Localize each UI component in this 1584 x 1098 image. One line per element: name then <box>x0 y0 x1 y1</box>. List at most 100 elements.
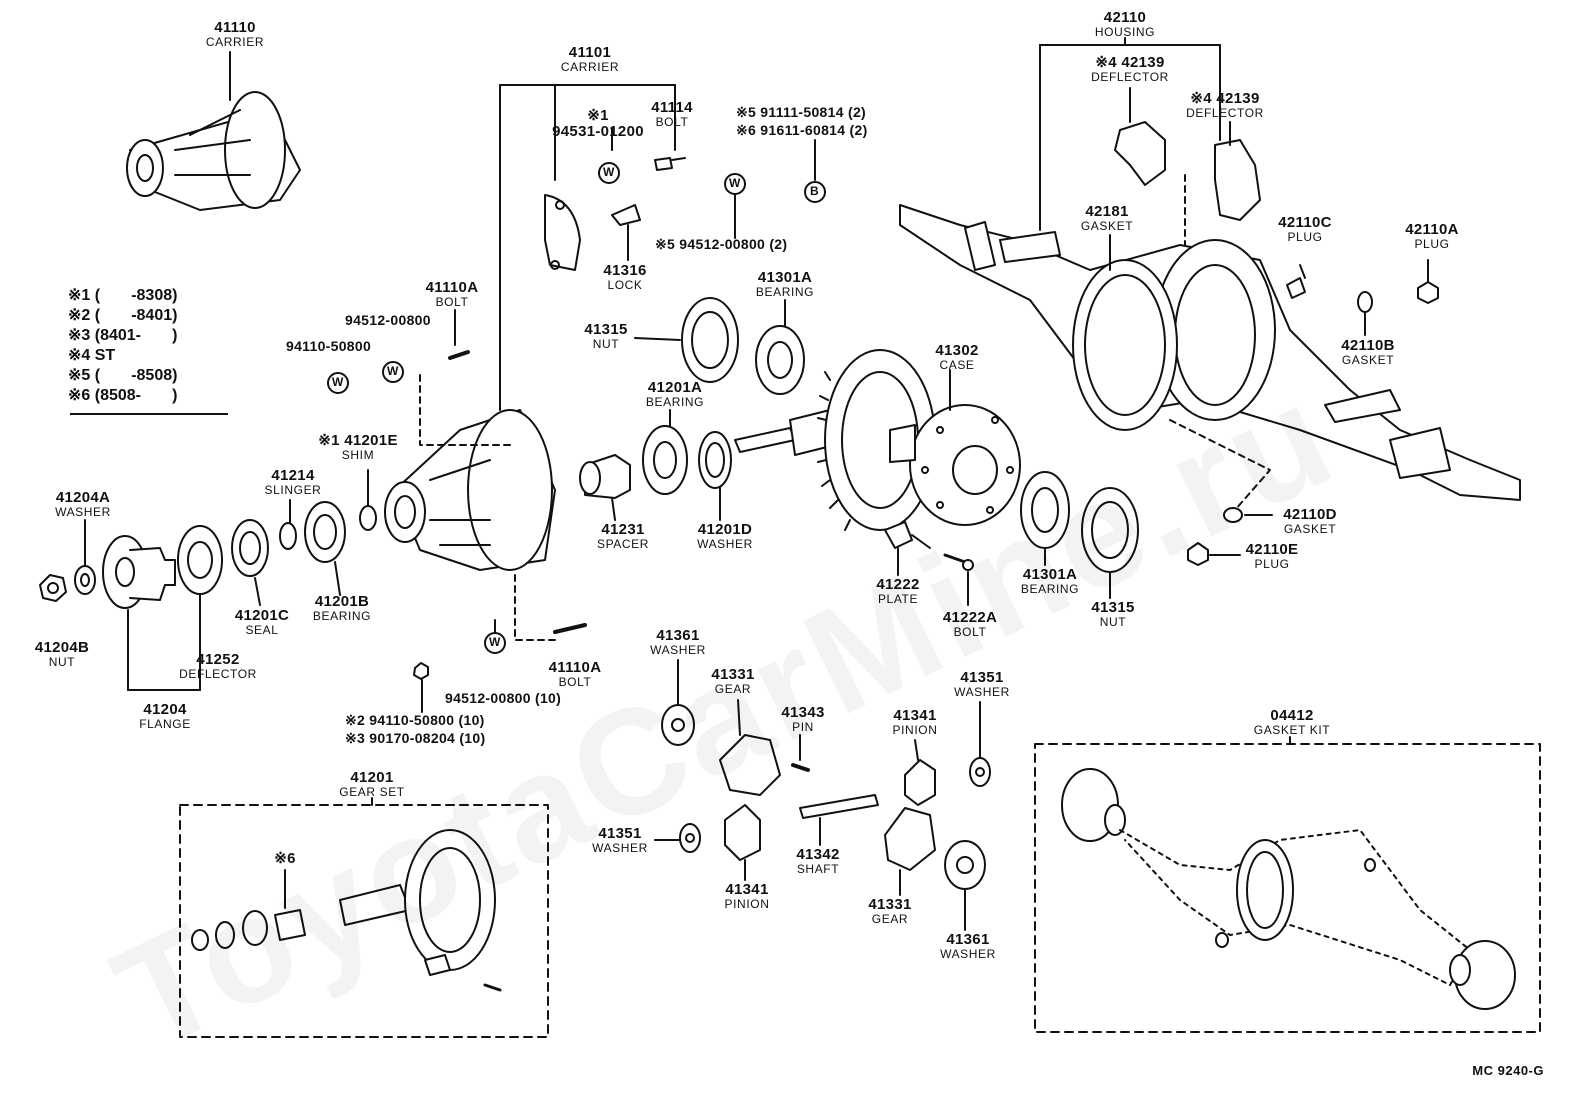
legend-rule <box>70 413 228 415</box>
nut-41315-bot-part <box>1081 487 1139 599</box>
bearing-41301A-bot-part <box>1020 471 1070 566</box>
drive-pinion-part <box>734 409 836 456</box>
reference-code: MC 9240-G <box>1472 1063 1544 1078</box>
gear-41331-top-part <box>719 699 781 796</box>
bolt-41114-part <box>654 157 686 171</box>
text-94110-a: 94110-50800 <box>286 338 372 354</box>
seal-41201C-part <box>231 519 269 606</box>
deflector-42139-b-part <box>1214 121 1261 221</box>
w-symbol: W <box>387 364 399 378</box>
w-symbol: W <box>489 635 501 649</box>
nut-94110-part <box>413 662 429 713</box>
pinion-41341-right-part <box>904 739 936 806</box>
legend-item: ※6 (8508- ) <box>68 387 178 404</box>
gasket-42110B-part <box>1357 291 1373 336</box>
bearing-41301A-top-part <box>755 299 805 395</box>
stud-41110A-bottom-part <box>553 623 587 634</box>
case-41302-part <box>889 369 1021 526</box>
legend-item: ※5 ( -8508) <box>68 367 178 384</box>
legend-item: ※1 ( -8308) <box>68 287 178 304</box>
flange-41204-part <box>102 535 201 691</box>
text-94512-10: 94512-00800 (10) <box>445 690 562 706</box>
label-note6: ※6 <box>274 850 296 867</box>
text-91111: ※5 91111-50814 (2) <box>736 104 867 120</box>
deflector-42139-a-part <box>1114 87 1166 186</box>
gear-set-box <box>179 797 549 1038</box>
washer-41204A-part <box>74 519 96 595</box>
washer-41201D-part <box>698 431 732 521</box>
stud-41110A-part <box>448 309 470 360</box>
deflector-41252-part <box>177 525 223 595</box>
legend-item: ※4 ST <box>68 347 116 364</box>
plate-41222-part <box>884 521 931 576</box>
gear-41331-bot-part <box>884 807 936 896</box>
plug-42110E-part <box>1187 542 1241 566</box>
gasket-42181-part <box>1072 234 1178 431</box>
w-symbol: W <box>729 176 741 190</box>
bolt-41222A-part <box>943 553 974 606</box>
shim-41201E-part <box>359 469 377 531</box>
washer-41351-right-part <box>969 701 991 787</box>
shaft-41342-part <box>799 794 879 846</box>
text-91611: ※6 91611-60814 (2) <box>736 122 868 138</box>
washer-41361-bot-part <box>944 840 986 931</box>
text-94512-2: ※5 94512-00800 (2) <box>655 236 788 252</box>
washer-41361-top-part <box>661 659 695 746</box>
slinger-41214-part <box>279 499 297 550</box>
text-94110-10: ※2 94110-50800 (10) <box>345 712 485 728</box>
nut-41315-top-part <box>634 297 739 383</box>
w-symbol: W <box>603 165 615 179</box>
w-symbol: W <box>332 375 344 389</box>
gasket-42110D-part <box>1223 507 1273 523</box>
washer-41351-left-part <box>654 823 701 853</box>
label-note1-94531: ※1 94531-01200 <box>552 107 644 140</box>
plug-42110A-part <box>1417 259 1439 304</box>
pin-41343-part <box>791 734 810 772</box>
legend-item: ※3 (8401- ) <box>68 327 178 344</box>
text-94512-a: 94512-00800 <box>345 312 431 328</box>
legend-item: ※2 ( -8401) <box>68 307 178 324</box>
bearing-41201B-part <box>304 501 346 596</box>
pinion-41341-bot-part <box>724 804 761 881</box>
